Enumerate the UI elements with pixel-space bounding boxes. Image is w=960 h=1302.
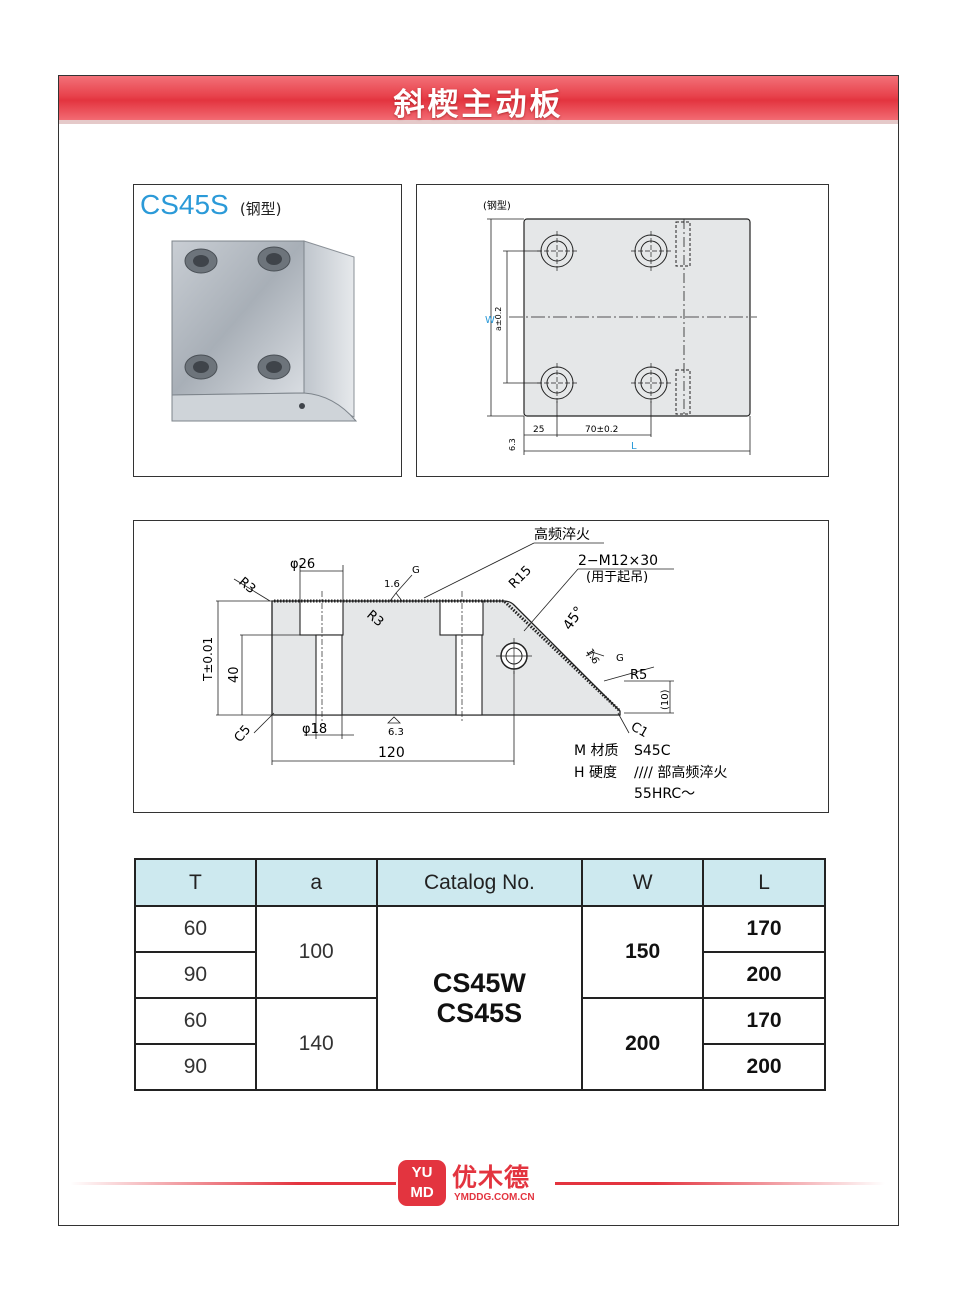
cell-t: 90 — [134, 951, 257, 999]
product-photo — [171, 240, 358, 422]
table-header-row: T a Catalog No. W L — [134, 858, 826, 907]
section-drawing-panel: φ26 φ18 R3 R3 R15 R5 C5 C1 T±0.01 40 120… — [133, 520, 829, 813]
col-header-a: a — [254, 858, 378, 907]
product-subtitle: (钢型) — [239, 200, 282, 218]
cell-l: 200 — [702, 951, 826, 999]
cell-a: 140 — [254, 997, 378, 1091]
drawing-material-label: (钢型) — [483, 199, 511, 212]
table-row: 90 200 — [134, 1043, 826, 1091]
catalog-no-s: CS45S — [436, 998, 523, 1028]
col-header-catalog: Catalog No. — [375, 858, 584, 907]
radius-r15: R15 — [506, 563, 535, 592]
col-header-t: T — [134, 858, 257, 907]
note-thread: 2−M12×30 — [578, 553, 658, 569]
dim-w: W — [485, 315, 495, 326]
dim-l: L — [631, 441, 637, 452]
dim-phi26: φ26 — [290, 557, 315, 572]
dim-40: 40 — [227, 666, 242, 683]
dim-a: a±0.2 — [494, 307, 503, 331]
brand-name: 优木德 — [452, 1163, 531, 1192]
roughness-1-6-b: 1.6 — [583, 647, 600, 666]
chamfer-c5: C5 — [232, 723, 255, 746]
footer-line-right — [555, 1182, 885, 1185]
angle-45: 45° — [560, 604, 587, 634]
cell-catalog: CS45W CS45S — [375, 905, 584, 1091]
title-banner: 斜楔主动板 — [59, 76, 898, 124]
material-label: M 材质 — [574, 743, 619, 759]
cell-t: 60 — [134, 905, 257, 953]
brand-url: YMDDG.COM.CN — [454, 1192, 535, 1203]
page-frame — [58, 75, 899, 1226]
cell-l: 170 — [702, 997, 826, 1045]
radius-r5: R5 — [630, 668, 647, 683]
table-row: 90 200 — [134, 951, 826, 999]
roughness-1-6-a: 1.6 — [384, 579, 400, 590]
hardness-value: //// 部高频淬火 — [634, 764, 727, 781]
material-value: S45C — [634, 743, 671, 759]
cell-a: 100 — [254, 905, 378, 999]
table-row: 60 100 CS45W CS45S 150 170 — [134, 905, 826, 1091]
dim-t: T±0.01 — [201, 637, 215, 682]
footer-line-left — [70, 1182, 396, 1185]
cell-w: 150 — [581, 905, 705, 999]
dim-6-3: 6.3 — [508, 438, 517, 451]
product-photo-panel: CS45S (钢型) — [133, 184, 402, 477]
dim-120: 120 — [378, 745, 405, 761]
radius-r3-left: R3 — [235, 575, 258, 598]
col-header-w: W — [581, 858, 705, 907]
dim-phi18: φ18 — [302, 722, 327, 737]
product-code: CS45S — [140, 189, 229, 220]
cell-l: 200 — [702, 1043, 826, 1091]
roughness-g-a: G — [412, 565, 420, 576]
page-title: 斜楔主动板 — [393, 87, 564, 123]
top-view-drawing: (钢型) W a±0.2 25 — [483, 199, 757, 455]
dim-25: 25 — [533, 425, 544, 435]
chamfer-c1: C1 — [628, 719, 651, 741]
top-view-drawing-panel: (钢型) W a±0.2 25 — [416, 184, 829, 477]
cell-t: 60 — [134, 997, 257, 1045]
dim-10: (10) — [660, 689, 671, 710]
brand-footer: YU MD 优木德 YMDDG.COM.CN — [0, 1160, 960, 1210]
hardness-label: H 硬度 — [574, 765, 617, 781]
brand-logo-badge: YU MD — [398, 1160, 446, 1206]
dim-70: 70±0.2 — [585, 425, 618, 435]
catalog-no-w: CS45W — [432, 968, 526, 998]
section-drawing: φ26 φ18 R3 R3 R15 R5 C5 C1 T±0.01 40 120… — [201, 526, 727, 802]
note-high-frequency-quench: 高频淬火 — [534, 526, 590, 543]
cell-l: 170 — [702, 905, 826, 953]
col-header-l: L — [702, 858, 826, 907]
spec-table: T a Catalog No. W L 60 100 CS45W CS45S 1… — [134, 858, 826, 1091]
hardness-value-hrc: 55HRC〜 — [634, 786, 695, 802]
cell-t: 90 — [134, 1043, 257, 1091]
note-thread-use: (用于起吊) — [586, 570, 648, 585]
cell-w: 200 — [581, 997, 705, 1091]
table-row: 60 140 200 170 — [134, 997, 826, 1091]
roughness-g-b: G — [616, 653, 624, 664]
roughness-6-3: 6.3 — [388, 727, 404, 738]
